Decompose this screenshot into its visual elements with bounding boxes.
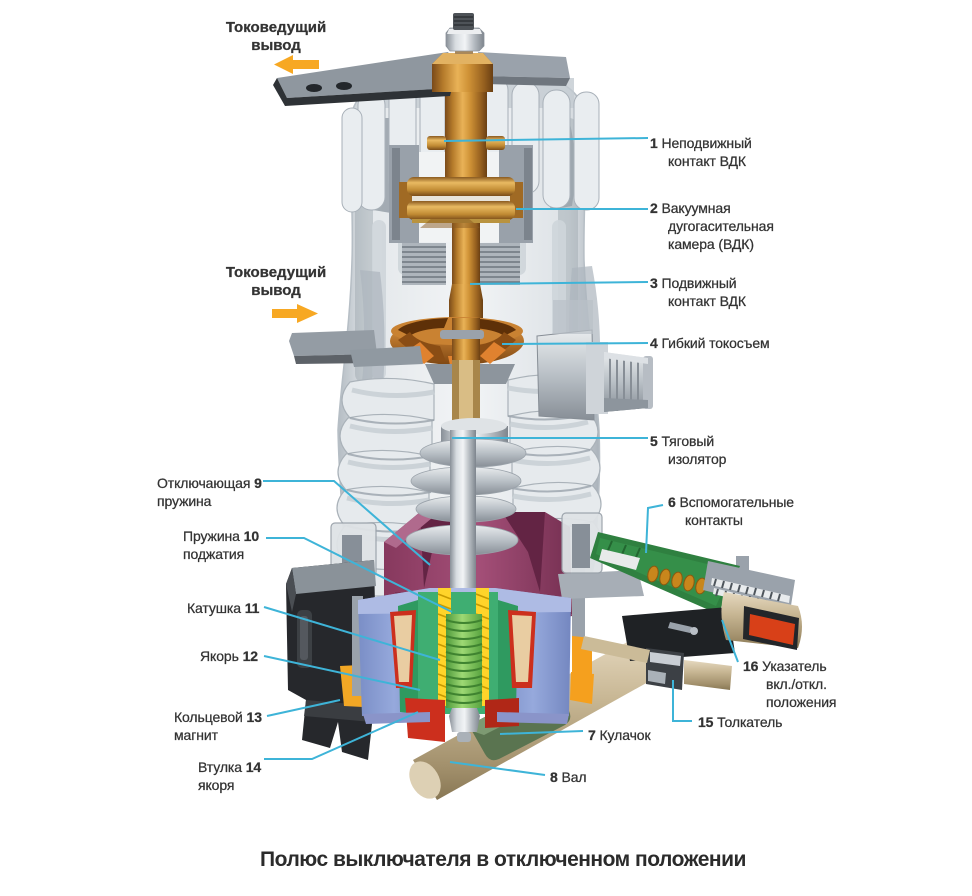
- svg-text:Якорь 12: Якорь 12: [200, 648, 258, 664]
- svg-text:пружина: пружина: [157, 493, 212, 509]
- svg-text:7 Кулачок: 7 Кулачок: [588, 727, 651, 743]
- svg-text:контакты: контакты: [685, 512, 743, 528]
- svg-text:вкл./откл.: вкл./откл.: [766, 676, 827, 692]
- svg-text:Втулка 14: Втулка 14: [198, 759, 261, 775]
- svg-text:контакт ВДК: контакт ВДК: [668, 153, 747, 169]
- svg-text:16 Указатель: 16 Указатель: [743, 658, 827, 674]
- svg-text:дугогасительная: дугогасительная: [668, 218, 774, 234]
- svg-text:камера (ВДК): камера (ВДК): [668, 236, 754, 252]
- svg-text:5 Тяговый: 5 Тяговый: [650, 433, 714, 449]
- svg-text:Пружина 10: Пружина 10: [183, 528, 259, 544]
- svg-text:15 Толкатель: 15 Толкатель: [698, 714, 782, 730]
- svg-text:положения: положения: [766, 694, 836, 710]
- svg-text:1 Неподвижный: 1 Неподвижный: [650, 135, 752, 151]
- svg-text:контакт ВДК: контакт ВДК: [668, 293, 747, 309]
- svg-text:Полюс выключателя в отключенно: Полюс выключателя в отключенном положени…: [260, 848, 746, 871]
- svg-text:4 Гибкий токосъем: 4 Гибкий токосъем: [650, 335, 770, 351]
- svg-text:8 Вал: 8 Вал: [550, 769, 586, 785]
- svg-text:6 Вспомогательные: 6 Вспомогательные: [668, 494, 794, 510]
- svg-text:вывод: вывод: [251, 282, 301, 299]
- svg-text:3 Подвижный: 3 Подвижный: [650, 275, 737, 291]
- svg-text:Кольцевой 13: Кольцевой 13: [174, 709, 262, 725]
- svg-text:Токоведущий: Токоведущий: [226, 19, 326, 36]
- svg-text:Катушка 11: Катушка 11: [187, 600, 260, 616]
- svg-text:вывод: вывод: [251, 37, 301, 54]
- svg-text:поджатия: поджатия: [183, 546, 244, 562]
- svg-text:2 Вакуумная: 2 Вакуумная: [650, 200, 731, 216]
- svg-text:Токоведущий: Токоведущий: [226, 264, 326, 281]
- svg-text:магнит: магнит: [174, 727, 219, 743]
- svg-text:изолятор: изолятор: [668, 451, 727, 467]
- svg-text:Отключающая 9: Отключающая 9: [157, 475, 262, 491]
- svg-text:якоря: якоря: [198, 777, 234, 793]
